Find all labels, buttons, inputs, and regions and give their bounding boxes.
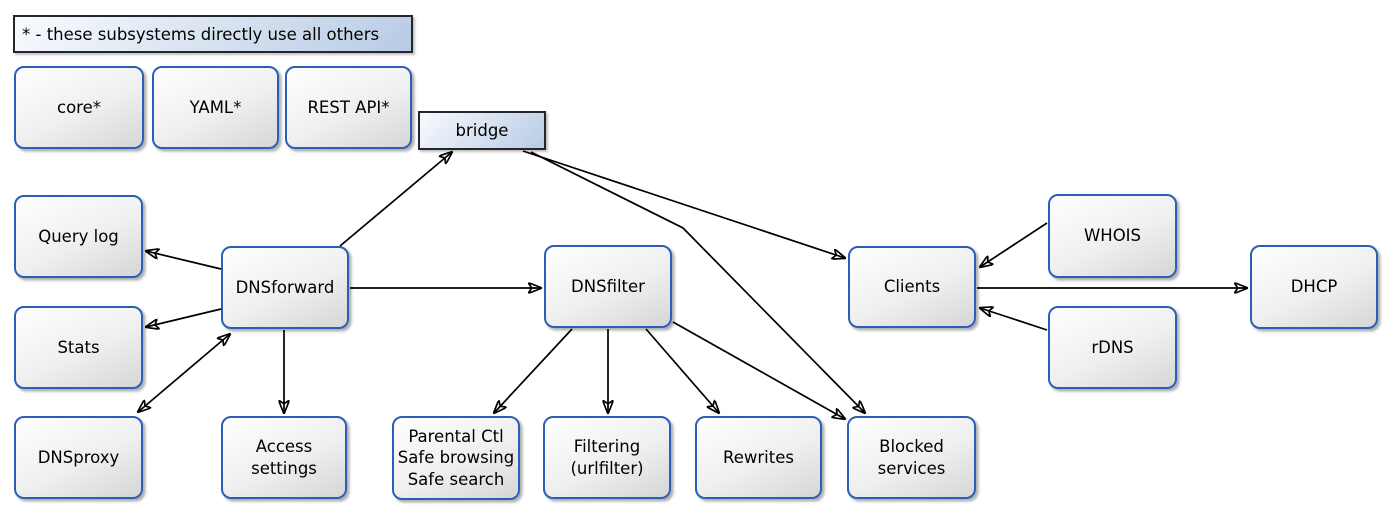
edge-dnsforward-bridge [339, 152, 452, 247]
node-bridge-label: bridge [455, 121, 509, 140]
node-filtering-label: Filtering (urlfilter) [570, 437, 644, 478]
node-yaml-label: YAML* [189, 97, 242, 117]
node-filtering-urlfilter: Filtering (urlfilter) [543, 416, 671, 499]
node-stats-label: Stats [57, 337, 100, 357]
edge-dnsfilter-parental [494, 328, 573, 413]
node-whois: WHOIS [1048, 194, 1177, 278]
legend-box: * - these subsystems directly use all ot… [13, 15, 413, 53]
edge-bridge-clients [522, 150, 845, 258]
node-core: core* [14, 66, 144, 149]
node-blocked-services-label: Blocked services [877, 437, 946, 478]
node-clients: Clients [848, 246, 976, 328]
node-clients-label: Clients [883, 277, 941, 297]
node-rdns: rDNS [1048, 306, 1177, 389]
edge-dnsfilter-rewrites [645, 328, 719, 413]
node-parental-label: Parental Ctl Safe browsing Safe search [397, 427, 515, 489]
edge-dnsproxy-dnsforward-bidirectional [138, 334, 230, 412]
node-stats: Stats [14, 306, 143, 389]
edge-dnsforward-query-log [146, 251, 222, 270]
node-blocked-services: Blocked services [847, 416, 976, 499]
node-query-log-label: Query log [38, 226, 119, 246]
node-dnsproxy: DNSproxy [14, 416, 143, 499]
node-dnsforward: DNSforward [221, 246, 349, 329]
node-rest-api-label: REST API* [307, 97, 390, 117]
edge-dnsfilter-blocked-services [672, 321, 845, 419]
edge-whois-clients [980, 222, 1048, 267]
node-rdns-label: rDNS [1091, 337, 1134, 357]
node-rewrites: Rewrites [695, 416, 822, 499]
node-bridge: bridge [418, 111, 546, 150]
node-dhcp: DHCP [1250, 245, 1378, 329]
node-core-label: core* [57, 97, 101, 117]
node-yaml: YAML* [152, 66, 279, 149]
legend-text: * - these subsystems directly use all ot… [22, 24, 380, 44]
node-access-settings-label: Access settings [251, 437, 317, 478]
node-rewrites-label: Rewrites [723, 447, 794, 467]
node-dnsforward-label: DNSforward [235, 277, 335, 297]
node-whois-label: WHOIS [1083, 226, 1142, 246]
node-rest-api: REST API* [285, 66, 412, 149]
node-dhcp-label: DHCP [1290, 277, 1338, 297]
node-dnsfilter: DNSfilter [544, 245, 672, 328]
edge-rdns-clients [980, 308, 1048, 331]
edge-dnsforward-stats [146, 308, 222, 327]
node-query-log: Query log [14, 195, 143, 278]
node-dnsproxy-label: DNSproxy [37, 447, 120, 467]
node-parental-safebrowsing-safesearch: Parental Ctl Safe browsing Safe search [392, 416, 520, 500]
node-dnsfilter-label: DNSfilter [571, 276, 645, 296]
node-access-settings: Access settings [221, 416, 347, 499]
